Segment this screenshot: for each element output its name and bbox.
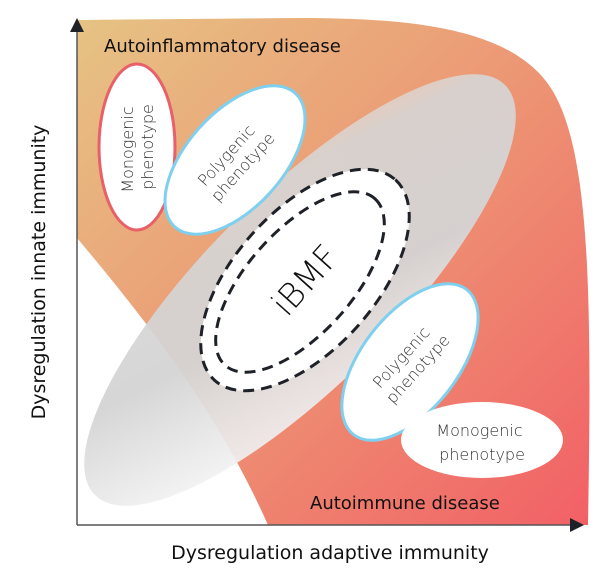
x-axis-arrow-icon bbox=[570, 518, 584, 532]
y-axis-arrow-icon bbox=[70, 18, 84, 32]
autoimmune-disease-label: Autoimmune disease bbox=[310, 493, 500, 514]
autoinflammatory-polygenic-ellipse bbox=[163, 84, 307, 236]
ibmf-outer-ellipse bbox=[199, 167, 411, 393]
autoinflammatory-monogenic-ellipse bbox=[97, 62, 177, 232]
autoimmune-monogenic-ellipse bbox=[401, 402, 563, 478]
ibmf-inner-ellipse bbox=[214, 190, 386, 374]
autoimmune-monogenic-label: Monogenic phenotype bbox=[436, 421, 527, 464]
autoinflammatory-disease-label: Autoinflammatory disease bbox=[104, 36, 341, 57]
autoimmune-polygenic-ellipse bbox=[340, 282, 480, 442]
x-axis-label: Dysregulation adaptive immunity bbox=[171, 542, 489, 564]
y-axis-label: Dysregulation innate immunity bbox=[28, 125, 50, 420]
autoinflammatory-monogenic-label: Monogenic phenotype bbox=[118, 101, 157, 192]
